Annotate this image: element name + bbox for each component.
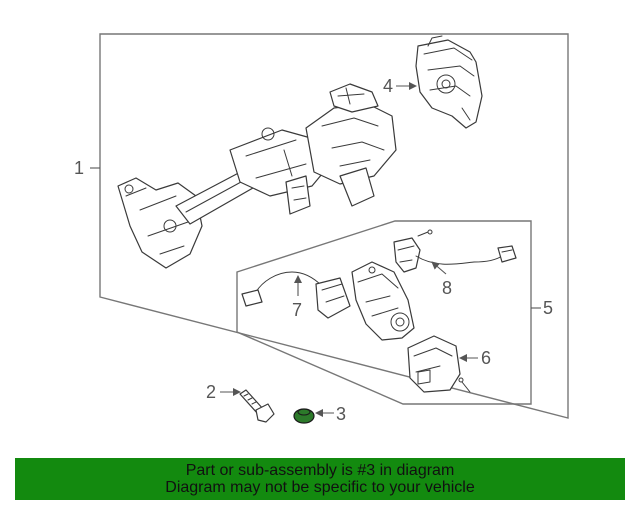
- wire-plug-part[interactable]: [241, 271, 351, 319]
- grommet-part[interactable]: [293, 408, 315, 424]
- bolt-part[interactable]: [239, 389, 275, 423]
- switch-bracket-part[interactable]: [415, 35, 483, 129]
- banner-line-disclaimer: Diagram may not be specific to your vehi…: [165, 479, 475, 496]
- banner-line-part-number: Part or sub-assembly is #3 in diagram: [185, 462, 455, 479]
- callout-1: 1: [74, 158, 84, 178]
- callout-2: 2: [206, 382, 216, 402]
- steering-column-part[interactable]: [117, 83, 397, 269]
- callout-3: 3: [336, 404, 346, 424]
- callout-5: 5: [543, 298, 553, 318]
- sub-assembly-frame-outline: [236, 220, 532, 405]
- connector-harness-part[interactable]: [393, 229, 517, 273]
- callout-8: 8: [442, 278, 452, 298]
- lock-housing-part[interactable]: [351, 261, 415, 341]
- callout-4: 4: [383, 76, 393, 96]
- assembly-frame-outline: [99, 33, 569, 419]
- parts-diagram: 1 4 8 7 5 6 2 3: [74, 33, 569, 424]
- callout-6: 6: [481, 348, 491, 368]
- callout-7: 7: [292, 300, 302, 320]
- leader-8: [431, 261, 447, 275]
- ignition-switch-part[interactable]: [407, 335, 471, 393]
- notice-banner: Part or sub-assembly is #3 in diagram Di…: [15, 458, 625, 500]
